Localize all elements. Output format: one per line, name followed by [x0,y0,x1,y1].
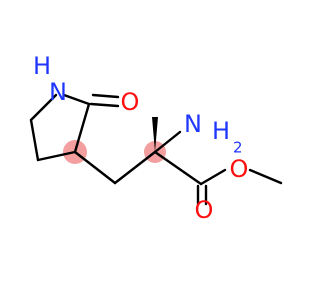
molecule-diagram: N H O N H 2 O O [29,52,283,224]
bond-ch2-alpha [113,150,157,185]
bond-ring-ch2 [73,150,117,185]
ester-o-bottom-label: O [195,196,214,224]
bond-alpha-n [153,130,182,154]
ring-h-label: H [33,52,51,80]
bond-n-ch2 [29,93,58,122]
bond-co-n [62,93,91,106]
wedge-methyl [152,117,158,152]
structure-svg: N H O N H 2 O O [29,52,283,224]
bond-ch-co [73,102,91,154]
amino-subscript: 2 [233,139,243,157]
ring-n-label: N [49,78,67,106]
ester-o-top-label: O [230,155,249,183]
carbonyl-o-label: O [121,88,140,116]
bond-o-methyl [248,168,283,185]
amino-n-label: N [184,110,202,138]
bond-carbonyl-2 [89,102,120,108]
bond-ch2-ch [36,150,77,162]
bond-carbonyl-1 [91,93,120,99]
bond-alpha-ester [153,150,203,186]
bond-ch2-ch2a [29,118,40,162]
bond-ester-o [199,168,227,186]
amino-h-label: H [212,117,230,145]
